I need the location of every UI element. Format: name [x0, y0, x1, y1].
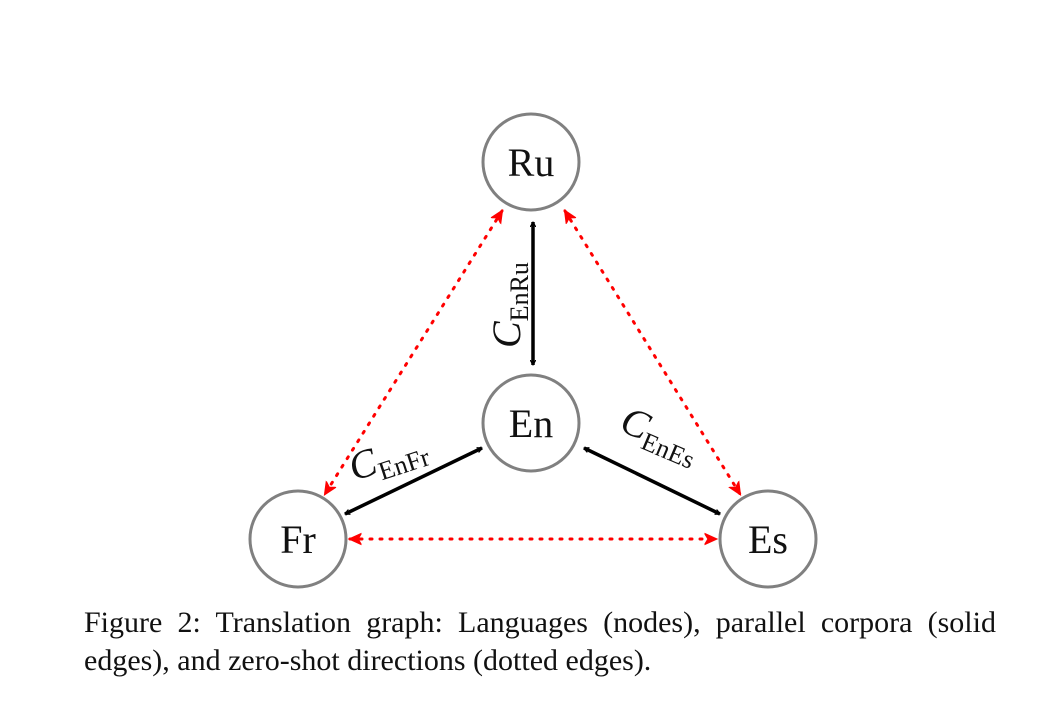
solid-edge-en-es [583, 446, 721, 516]
node-fr: Fr [248, 489, 348, 589]
edge-label-en-fr: CEnFr [343, 422, 434, 494]
node-ru: Ru [481, 112, 581, 212]
edge-label-en-es: CEnEs [613, 397, 708, 475]
node-es: Es [718, 489, 818, 589]
node-label-ru: Ru [508, 140, 555, 185]
edge-label-en-fr-subscript: EnFr [375, 442, 434, 486]
caption-label: Figure 2: [84, 606, 201, 639]
figure-caption: Figure 2: Translation graph: Languages (… [84, 604, 996, 680]
edge-label-en-ru-symbol: C [484, 320, 529, 348]
caption-text: Translation graph: Languages (nodes), pa… [84, 606, 996, 677]
node-label-es: Es [748, 517, 788, 562]
translation-graph-diagram: Ru En Fr Es CEnRu CEnFr CEnEs [248, 112, 818, 589]
node-en: En [481, 373, 581, 473]
edge-label-en-ru-subscript: EnRu [505, 262, 534, 321]
edge-label-en-ru: CEnRu [484, 262, 534, 348]
solid-edge-en-fr [344, 446, 483, 516]
node-label-en: En [509, 401, 553, 446]
edge-label-en-es-subscript: EnEs [637, 427, 699, 475]
node-label-fr: Fr [280, 517, 316, 562]
